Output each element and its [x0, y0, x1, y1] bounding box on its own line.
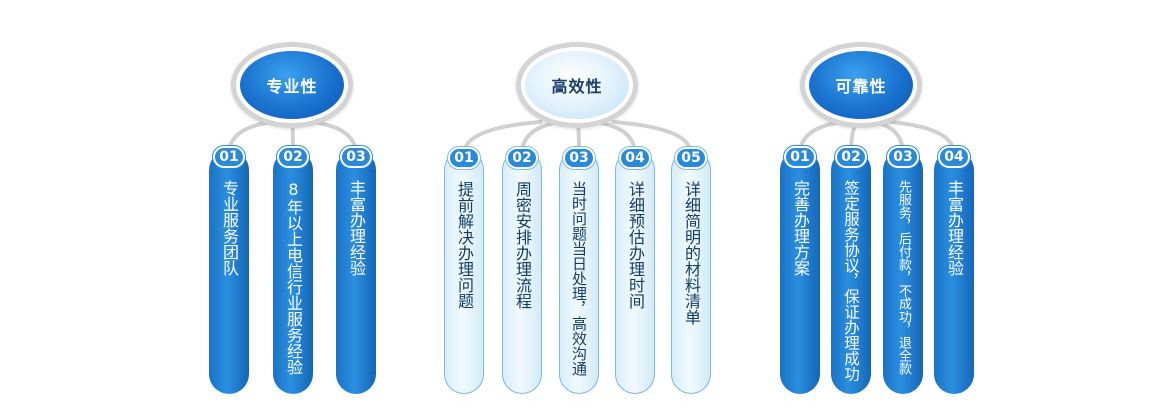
- item-text: 签定服务协议，保证办理成功: [842, 180, 860, 382]
- hub-disc: 专业性: [240, 51, 344, 119]
- item-text: 当时问题当日处理，高效沟通: [570, 181, 588, 376]
- hub-title: 高效性: [551, 77, 603, 96]
- pillar-2-4: 04 详细预估办理时间: [615, 147, 655, 394]
- pillar-2-3: 03 当时问题当日处理，高效沟通: [559, 147, 599, 394]
- item-text-wrap: 提前解决办理问题: [445, 181, 483, 381]
- hub-disc: 高效性•: [525, 51, 629, 119]
- pillar-3-3: 03 先服务，后付款，不成功，退全款: [883, 146, 923, 394]
- hub-title: 专业性: [266, 77, 318, 96]
- pillar-2-5: 05 详细简明的材料清单: [671, 147, 711, 394]
- pillar-2-1: 01 提前解决办理问题: [444, 147, 484, 394]
- pillar-2-2: 02 周密安排办理流程: [502, 147, 542, 394]
- item-text: 丰富办理经验: [347, 180, 366, 276]
- item-number-badge: 02: [277, 146, 309, 168]
- item-text: 先服务，后付款，不成功，退全款: [896, 180, 911, 375]
- hub-dot: •: [556, 84, 564, 98]
- pillar-3-1: 01 完善办理方案: [780, 146, 820, 394]
- hub-2: 高效性•: [516, 42, 638, 128]
- item-text: 专业服务团队: [220, 180, 239, 276]
- item-number-badge: 04: [938, 146, 970, 168]
- item-text: 完善办理方案: [791, 180, 810, 276]
- pillar-1-1: 01 专业服务团队: [209, 146, 249, 394]
- item-number-badge: 03: [887, 146, 919, 168]
- item-text-wrap: 8年以上电信行业服务经验: [273, 180, 313, 382]
- item-text-wrap: 丰富办理经验: [934, 180, 974, 382]
- item-text-wrap: 详细预估办理时间: [616, 181, 654, 381]
- item-number-badge: 04: [619, 147, 651, 169]
- hub-title: 可靠性: [835, 77, 887, 96]
- item-number-badge: 01: [448, 147, 480, 169]
- hub-3: 可靠性: [800, 42, 922, 128]
- item-text: 周密安排办理流程: [513, 181, 532, 309]
- item-text-wrap: 当时问题当日处理，高效沟通: [560, 181, 598, 381]
- pillar-1-3: 03 丰富办理经验: [336, 146, 376, 394]
- item-text-wrap: 完善办理方案: [780, 180, 820, 382]
- item-number-badge: 01: [784, 146, 816, 168]
- pillar-3-4: 04 丰富办理经验: [934, 146, 974, 394]
- item-number-badge: 03: [340, 146, 372, 168]
- item-text-wrap: 详细简明的材料清单: [672, 181, 710, 381]
- item-number-badge: 01: [213, 146, 245, 168]
- item-text-wrap: 签定服务协议，保证办理成功: [831, 180, 871, 382]
- item-text: 提前解决办理问题: [455, 181, 474, 309]
- item-text-wrap: 先服务，后付款，不成功，退全款: [883, 180, 923, 382]
- item-text: 丰富办理经验: [945, 180, 964, 276]
- hub-disc: 可靠性: [809, 51, 913, 119]
- item-text-wrap: 周密安排办理流程: [503, 181, 541, 381]
- item-text: 详细预估办理时间: [626, 181, 645, 309]
- item-text-wrap: 丰富办理经验: [336, 180, 376, 382]
- hub-1: 专业性: [231, 42, 353, 128]
- item-text: 8年以上电信行业服务经验: [284, 180, 303, 375]
- item-number-badge: 02: [506, 147, 538, 169]
- item-text-wrap: 专业服务团队: [209, 180, 249, 382]
- item-text: 详细简明的材料清单: [682, 181, 701, 325]
- item-number-badge: 02: [835, 146, 867, 168]
- item-number-badge: 05: [675, 147, 707, 169]
- pillar-3-2: 02 签定服务协议，保证办理成功: [831, 146, 871, 394]
- pillar-1-2: 02 8年以上电信行业服务经验: [273, 146, 313, 394]
- item-number-badge: 03: [563, 147, 595, 169]
